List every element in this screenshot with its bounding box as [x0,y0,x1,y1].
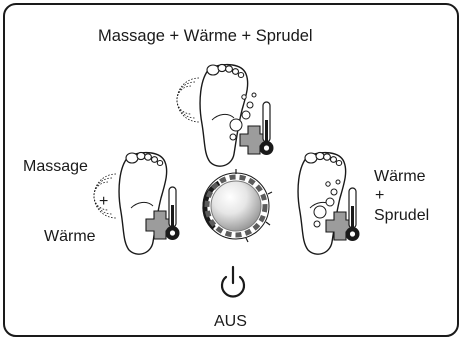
foot-icon [200,64,248,166]
right-label-line2: Sprudel [374,207,429,225]
left-label-line1: Massage [23,158,88,176]
vibration-icon [177,78,199,122]
right-label-line1: Wärme [374,168,426,186]
left-label-line2: Wärme [44,228,96,246]
right-label-plus: + [375,187,384,205]
left-label-plus: + [99,193,108,211]
selector-knob-icon [203,169,272,242]
mode-title-all: Massage + Wärme + Sprudel [98,27,313,45]
off-label: AUS [214,313,247,331]
plus-thermometer-icon [240,102,274,155]
right-mode-illustration [298,152,359,254]
top-mode-illustration [177,64,274,166]
power-icon[interactable] [222,267,244,296]
